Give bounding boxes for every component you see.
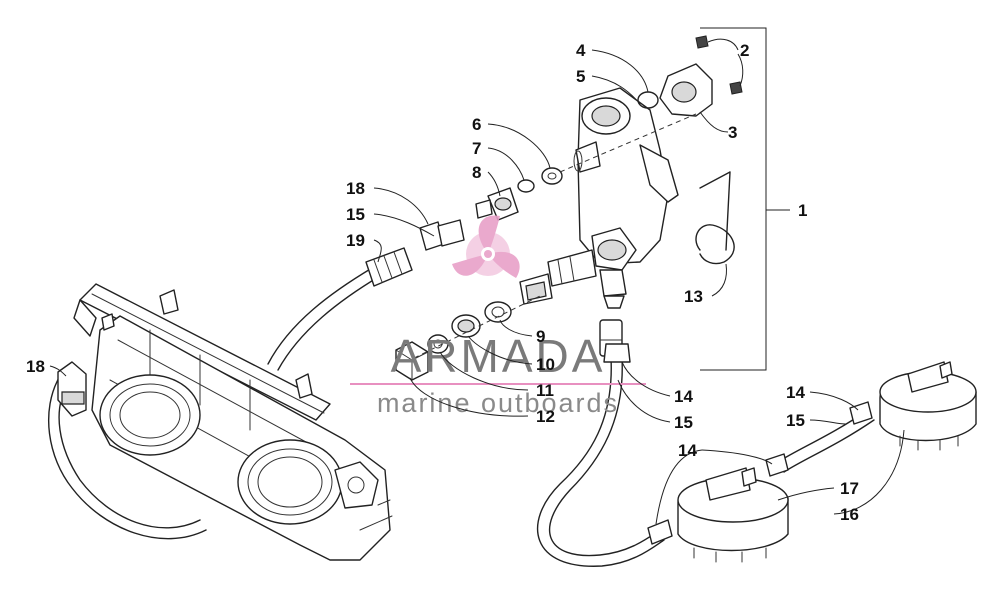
callout-18-left: 18 [26,357,45,376]
callout-2: 2 [740,41,749,60]
callout-3: 3 [728,123,737,142]
vent-valve-lower [677,467,789,563]
fuel-pressure-regulator-assembly [519,27,767,371]
throttle-body-assembly [73,283,393,561]
callout-15-right: 15 [786,411,805,430]
vent-valve-upper [879,361,977,451]
callout-5: 5 [576,67,585,86]
callout-14-right: 14 [786,383,805,402]
callout-14-middle: 14 [674,387,693,406]
callout-16: 16 [840,505,859,524]
seal-washer-kit [365,113,697,381]
callout-12: 12 [536,407,555,426]
hose-fittings [603,343,873,545]
watermark-logo [452,215,520,278]
callout-13: 13 [684,287,703,306]
callout-4: 4 [576,41,586,60]
callout-11: 11 [536,381,554,400]
callout-15-middle: 15 [674,413,693,432]
callout-14-lower: 14 [678,441,697,460]
callout-17: 17 [840,479,859,498]
callout-8: 8 [472,163,481,182]
callout-10: 10 [536,355,555,374]
watermark-subtitle: marine outboards [377,388,619,418]
callout-9: 9 [536,327,545,346]
callout-18-top: 18 [346,179,365,198]
callout-19: 19 [346,231,365,250]
leader-lines [49,38,905,525]
callout-15-top: 15 [346,205,365,224]
callout-labels: 1 2 3 4 5 6 7 8 9 10 11 12 13 14 15 14 1… [26,41,859,524]
callout-6: 6 [472,115,481,134]
callout-7: 7 [472,139,481,158]
callout-1: 1 [798,201,807,220]
